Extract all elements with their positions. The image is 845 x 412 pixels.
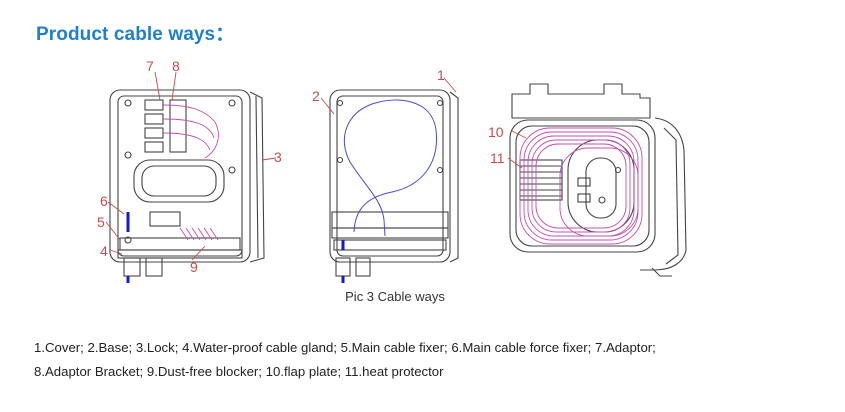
callout-1: 1 — [437, 67, 445, 83]
section-heading: Product cable ways： — [36, 24, 235, 45]
parts-legend: 1.Cover; 2.Base; 3.Lock; 4.Water-proof c… — [34, 336, 814, 384]
callout-11: 11 — [490, 150, 505, 166]
legend-line-2: 8.Adaptor Bracket; 9.Dust-free blocker; … — [34, 364, 444, 379]
callout-5: 5 — [97, 214, 105, 230]
callout-3: 3 — [274, 149, 282, 165]
callout-10: 10 — [488, 124, 504, 140]
fibers-pink-1 — [162, 104, 219, 241]
cable-loop — [343, 99, 437, 237]
callout-7: 7 — [146, 58, 154, 74]
legend-line-1: 1.Cover; 2.Base; 3.Lock; 4.Water-proof c… — [34, 340, 656, 355]
callout-8: 8 — [172, 58, 180, 74]
callout-6: 6 — [100, 193, 108, 209]
leader-lines — [105, 71, 527, 261]
cable-ways-figure: 7 8 3 6 5 4 9 2 1 10 11 — [97, 58, 687, 283]
fiber-ring — [519, 127, 643, 245]
callout-9: 9 — [190, 259, 198, 275]
drawing-base — [329, 89, 459, 277]
callout-4: 4 — [100, 243, 108, 259]
callout-2: 2 — [312, 88, 320, 104]
figure-caption: Pic 3 Cable ways — [345, 289, 445, 304]
drawing-open-box — [109, 89, 265, 277]
